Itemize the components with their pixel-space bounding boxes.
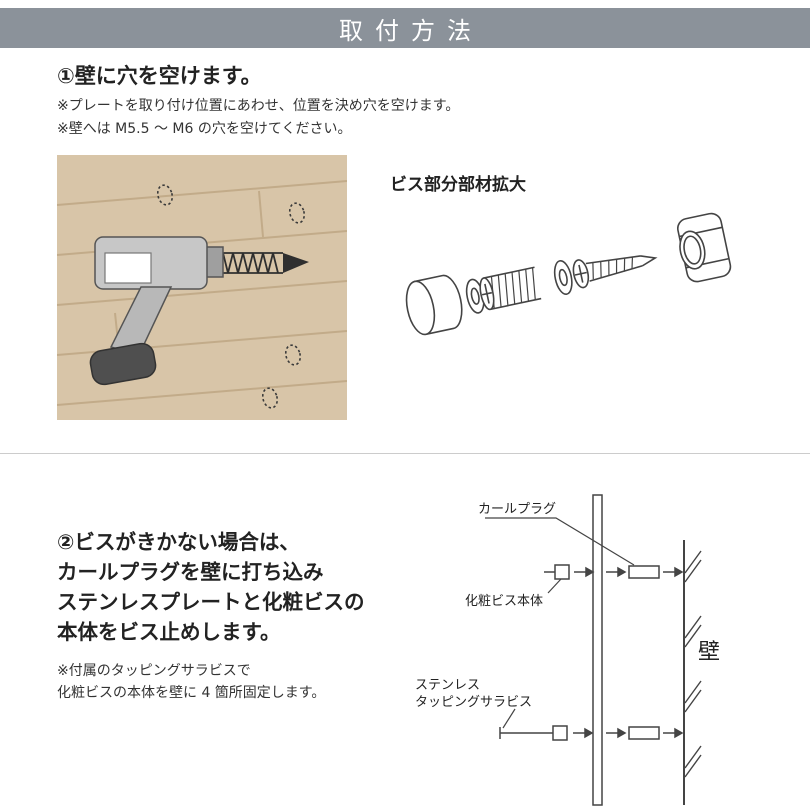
step2-note-line-1: ※付属のタッピングサラビスで	[57, 663, 251, 679]
arrow-icon	[617, 566, 627, 578]
page-title: 取付方法	[339, 16, 483, 45]
washer-icon-2	[553, 259, 573, 296]
step1-note-1: ※プレートを取り付け位置にあわせ、位置を決め穴を空けます。	[57, 98, 460, 114]
cap-icon	[405, 274, 463, 336]
drill-illustration-svg	[56, 155, 348, 420]
screw-parts-svg	[405, 212, 732, 336]
page-header: 取付方法	[0, 8, 810, 48]
arrow-icon	[674, 566, 684, 578]
decorative-screw-body-icon	[554, 564, 570, 580]
installation-diagram: カールプラグ 化粧ビス本体 ステンレス タッピングサラビス 壁	[410, 485, 810, 810]
screw-bit-icon	[222, 252, 309, 274]
decorative-screw-body-leader	[547, 578, 562, 594]
screw-parts-title: ビス部分部材拡大	[390, 175, 526, 195]
step2-heading-line-4: 本体をビス止めします。	[57, 620, 281, 644]
curl-plug-leader	[485, 517, 635, 566]
arrow-icon	[584, 727, 594, 739]
stainless-label-line-2: タッピングサラビス	[415, 695, 532, 710]
stainless-label-line-1: ステンレス	[415, 678, 480, 693]
drill-illustration	[56, 155, 348, 420]
curl-plug-label: カールプラグ	[478, 502, 556, 517]
wall-label: 壁	[698, 640, 720, 665]
step2-note: ※付属のタッピングサラビスで 化粧ビスの本体を壁に 4 箇所固定します。	[57, 660, 325, 704]
bottom-assembly-row	[499, 725, 684, 741]
tapping-screw-icon	[572, 255, 658, 289]
step1-note-2: ※壁へは M5.5 〜 M6 の穴を空けてください。	[57, 121, 352, 137]
drill-icon	[89, 236, 224, 386]
section-divider	[0, 453, 810, 454]
curl-plug-icon	[628, 726, 660, 740]
tapping-screw-leader	[502, 708, 516, 729]
nut-icon	[677, 212, 732, 283]
drilled-hole-marks	[156, 184, 306, 409]
leader-lines	[485, 517, 635, 729]
step2-note-line-2: 化粧ビスの本体を壁に 4 箇所固定します。	[57, 685, 326, 701]
decorative-screw-body-label: 化粧ビス本体	[465, 594, 543, 609]
arrow-icon	[617, 727, 627, 739]
top-assembly-row	[544, 564, 684, 580]
decorative-screw-body-icon	[552, 725, 568, 741]
screw-parts-diagram	[385, 190, 785, 374]
threaded-stud-icon	[479, 266, 542, 311]
step2-heading-line-3: ステンレスプレートと化粧ビスの	[57, 590, 365, 614]
curl-plug-icon	[628, 565, 660, 579]
arrow-icon	[674, 727, 684, 739]
step1-heading: ①壁に穴を空けます。	[57, 64, 262, 88]
installation-diagram-svg: カールプラグ 化粧ビス本体 ステンレス タッピングサラビス 壁	[415, 494, 720, 806]
arrow-icon	[585, 566, 595, 578]
wall-hatch-marks	[684, 550, 702, 778]
step2-heading-line-2: カールプラグを壁に打ち込み	[57, 560, 324, 584]
wall-cross-section	[683, 540, 702, 805]
step2-heading-line-1: ②ビスがきかない場合は、	[57, 530, 300, 554]
plate-cross-section	[592, 494, 603, 806]
step2-heading: ②ビスがきかない場合は、 カールプラグを壁に打ち込み ステンレスプレートと化粧ビ…	[57, 527, 365, 647]
